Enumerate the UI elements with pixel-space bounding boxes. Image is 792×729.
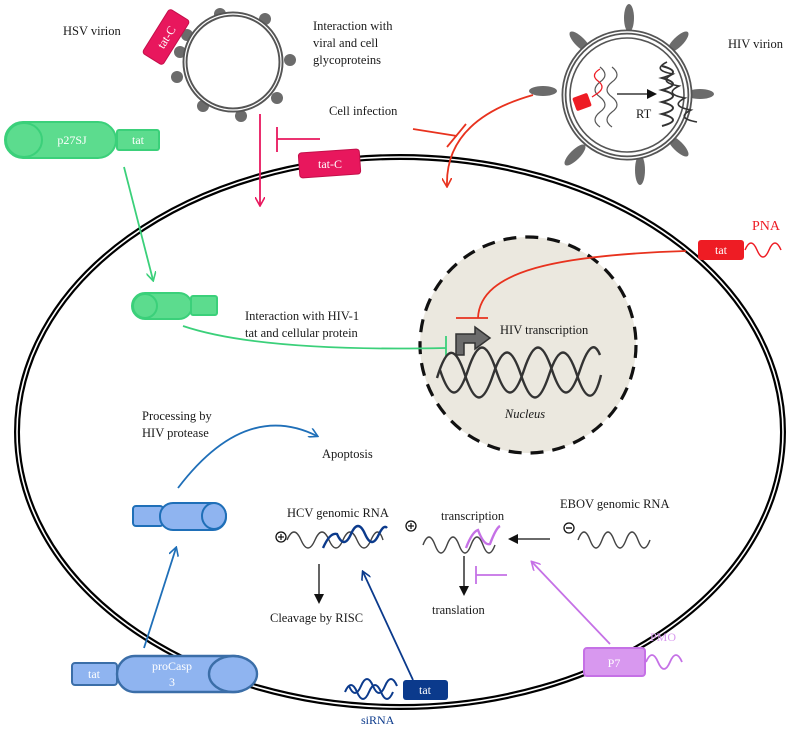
p27sj-inhibition — [182, 325, 447, 357]
pna-tat-conjugate: tat — [698, 240, 782, 260]
cleavage-label: Cleavage by RISC — [270, 611, 363, 625]
procasp-entry-arrow — [143, 548, 176, 649]
p7-pmo-conjugate: P7 — [583, 647, 683, 677]
hiv-infection-inhibition — [412, 123, 467, 148]
pmo-bound-strand — [464, 524, 501, 549]
tat-c-virion-tag: tat-C — [142, 9, 190, 65]
interaction-hiv1-label-2: tat and cellular protein — [245, 326, 359, 340]
ebov-genomic-strand — [577, 531, 651, 549]
interaction-glyco-label-1: Interaction with — [313, 19, 393, 33]
proviral-dna — [435, 346, 603, 399]
pna-inhibition — [456, 250, 687, 319]
sirna-bound-strand — [321, 524, 388, 549]
p27sj-label: p27SJ — [57, 133, 87, 147]
ebov-minus-sign-icon — [563, 522, 575, 534]
hiv-virion — [529, 4, 714, 185]
transcription-label: transcription — [441, 509, 505, 523]
cell-infection-label: Cell infection — [329, 104, 398, 118]
casp3-internal — [132, 502, 227, 531]
p27sj-tat-label: tat — [132, 133, 145, 147]
p7-label: P7 — [608, 656, 621, 670]
hcv-plus-sign-icon — [275, 531, 287, 543]
hcv-rna-label: HCV genomic RNA — [287, 506, 389, 520]
pna-label: PNA — [752, 219, 781, 234]
p27sj-entry-arrow — [123, 166, 153, 280]
pmo-entry-arrow — [532, 562, 611, 645]
tat-c-membrane-tag: tat-C — [297, 148, 362, 179]
nucleus-label: Nucleus — [504, 407, 545, 421]
tat-c-membrane-label: tat-C — [318, 157, 342, 171]
hsv-virion-label: HSV virion — [63, 24, 122, 38]
sirna-label: siRNA — [361, 713, 395, 727]
sirna-entry-arrow — [363, 572, 414, 681]
procasp-label-1: proCasp — [152, 659, 192, 673]
interaction-glyco-label-3: glycoproteins — [313, 53, 381, 67]
procasp3-tat-conjugate: tat proCasp 3 — [71, 654, 259, 694]
processing-label-2: HIV protease — [142, 426, 209, 440]
sirna-tat-label: tat — [419, 683, 432, 697]
hiv-transcription-label: HIV transcription — [500, 323, 589, 337]
sirna-tat-conjugate: tat — [344, 678, 448, 700]
promoter-arrow-icon — [455, 325, 492, 356]
procasp-tat-label: tat — [88, 667, 101, 681]
translation-label: translation — [432, 603, 486, 617]
procasp-label-2: 3 — [169, 675, 175, 689]
hiv-infection-arrow — [447, 94, 534, 186]
cell-membrane — [14, 154, 786, 710]
processing-arrow — [177, 424, 317, 489]
pmo-label: PMO — [650, 630, 676, 644]
p27sj-internal — [131, 292, 218, 320]
ebov-rna-label: EBOV genomic RNA — [560, 497, 670, 511]
ebov-mrna-strand — [422, 536, 496, 554]
tat-c-inhibition-bar — [276, 127, 320, 152]
processing-label-1: Processing by — [142, 409, 213, 423]
interaction-glyco-label-2: viral and cell — [313, 36, 379, 50]
hiv-virion-label: HIV virion — [728, 37, 784, 51]
ebov-plus-sign-icon — [405, 520, 417, 532]
nucleus — [418, 235, 638, 455]
hsv-virion — [171, 8, 296, 122]
apoptosis-label: Apoptosis — [322, 447, 373, 461]
interaction-hiv1-label-1: Interaction with HIV-1 — [245, 309, 359, 323]
p27sj-protein: p27SJ tat — [4, 121, 160, 159]
rt-label: RT — [636, 107, 652, 121]
pmo-inhibition — [475, 566, 507, 584]
pna-tat-label: tat — [715, 243, 728, 257]
